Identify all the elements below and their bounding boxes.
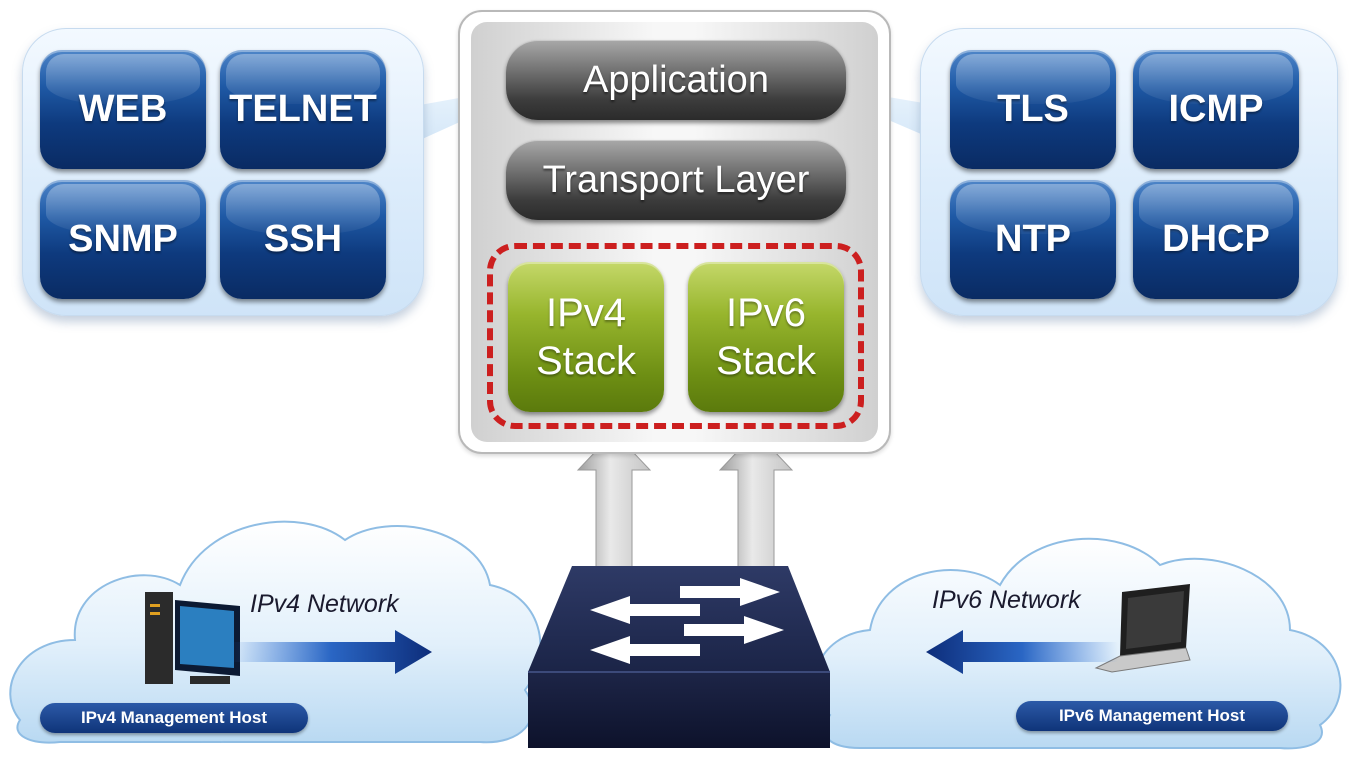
ipv4-network-label: IPv4 Network — [250, 590, 399, 618]
protocol-ntp: NTP — [950, 180, 1116, 299]
transport-label: Transport Layer — [542, 158, 810, 201]
protocol-telnet: TELNET — [220, 50, 386, 169]
application-label: Application — [583, 58, 769, 101]
ipv6-stack: IPv6 Stack — [688, 262, 844, 412]
ipv6-stack-line2: Stack — [715, 339, 817, 383]
ipv4-stack-line1: IPv4 — [545, 291, 627, 335]
transport-layer: Transport Layer — [506, 140, 846, 220]
protocol-icmp: ICMP — [1133, 50, 1299, 169]
application-layer: Application — [506, 40, 846, 120]
protocol-snmp: SNMP — [40, 180, 206, 299]
dual-stack-dashed-frame — [487, 243, 864, 429]
ipv4-stack: IPv4 Stack — [508, 262, 664, 412]
protocol-dhcp: DHCP — [1133, 180, 1299, 299]
ipv6-network-label: IPv6 Network — [932, 586, 1081, 614]
network-switch-icon — [528, 566, 830, 748]
protocol-web: WEB — [40, 50, 206, 169]
protocol-tls: TLS — [950, 50, 1116, 169]
ipv4-network-arrow — [230, 630, 432, 674]
ipv6-stack-line1: IPv6 — [725, 291, 807, 335]
ipv6-host-badge: IPv6 Management Host — [1016, 701, 1288, 731]
protocol-ssh: SSH — [220, 180, 386, 299]
ipv4-cloud-icon — [9, 520, 542, 744]
laptop-icon — [1094, 584, 1191, 673]
ipv4-stack-line2: Stack — [535, 339, 637, 383]
desktop-computer-icon — [145, 592, 240, 684]
ipv4-host-badge: IPv4 Management Host — [40, 703, 308, 733]
ipv6-network-arrow — [926, 630, 1118, 674]
